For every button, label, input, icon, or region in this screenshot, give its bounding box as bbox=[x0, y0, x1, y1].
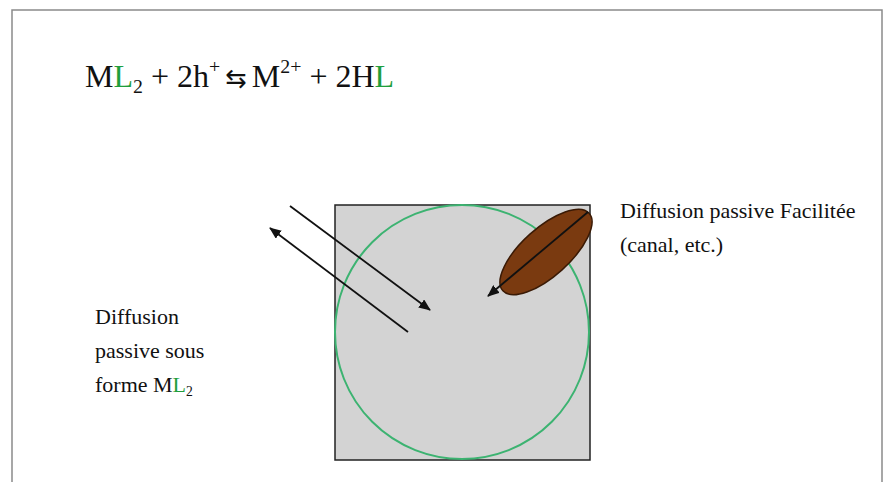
label-text: Diffusion passive sous forme M bbox=[95, 304, 204, 397]
efflux-arrow bbox=[270, 228, 408, 332]
label-text: + 2H bbox=[301, 58, 374, 94]
label-text: Diffusion passive Facilitée (canal, etc.… bbox=[620, 198, 855, 257]
label-text: 2 bbox=[186, 384, 193, 399]
label-text: 2+ bbox=[280, 55, 301, 77]
label-text: M bbox=[85, 58, 113, 94]
facilitated-diffusion-label: Diffusion passive Facilitée (canal, etc.… bbox=[620, 194, 882, 262]
label-text: L bbox=[113, 58, 133, 94]
label-text: 2 bbox=[133, 75, 143, 97]
channel-arrow bbox=[488, 212, 588, 296]
reaction-equation: ML2 + 2h+⇆M2+ + 2HL bbox=[85, 55, 394, 98]
label-text: ⇆ bbox=[225, 63, 246, 93]
label-text: M bbox=[252, 58, 280, 94]
membrane-circle bbox=[335, 205, 589, 459]
label-text: + 2h bbox=[143, 58, 209, 94]
label-text: L bbox=[375, 58, 395, 94]
label-text: L bbox=[173, 372, 186, 397]
label-text: + bbox=[209, 55, 220, 77]
channel-protein bbox=[487, 195, 605, 308]
passive-diffusion-label: Diffusion passive sous forme ML2 bbox=[95, 300, 245, 402]
cell-square bbox=[335, 205, 590, 460]
frame bbox=[12, 10, 882, 482]
